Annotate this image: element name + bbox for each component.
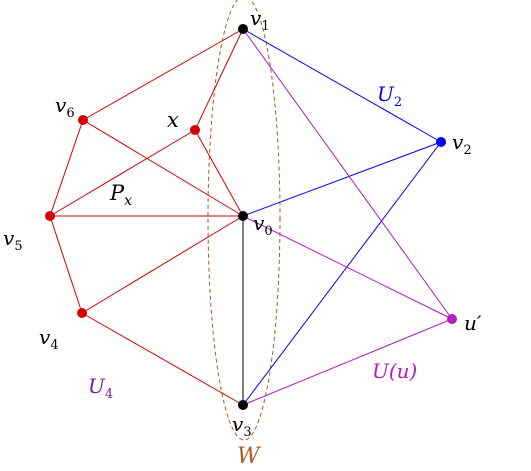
vertex-v1 xyxy=(238,24,248,34)
vertex-v3 xyxy=(238,400,248,410)
vertex-x xyxy=(190,125,200,135)
vertex-v2 xyxy=(436,137,446,147)
edge-v3-u xyxy=(242,318,453,406)
edge-v0-v2 xyxy=(242,141,442,217)
label-v1: v1 xyxy=(250,6,270,34)
red-edges xyxy=(49,28,244,406)
label-v3: v3 xyxy=(232,412,252,440)
edge-v1-v6 xyxy=(82,28,244,121)
label-Uu: U(u) xyxy=(372,359,417,383)
w-ellipse xyxy=(207,0,281,441)
label-v2: v2 xyxy=(452,130,472,158)
edge-v1-u xyxy=(242,28,453,320)
edge-v3-v2 xyxy=(242,141,442,406)
label-v6: v6 xyxy=(55,93,75,121)
edge-v4-v0 xyxy=(81,215,244,314)
edge-v4-v3 xyxy=(81,312,244,406)
vertex-u xyxy=(447,314,457,324)
edge-v1-v2 xyxy=(242,28,442,143)
blue-edges xyxy=(242,28,442,406)
edge-x-v5 xyxy=(49,129,196,217)
label-Px: Px xyxy=(109,181,132,209)
vertex-v0 xyxy=(238,211,248,221)
edge-v1-x xyxy=(194,28,244,131)
label-x: x xyxy=(167,108,179,132)
label-v0: v0 xyxy=(253,211,273,239)
edge-x-v0 xyxy=(194,129,244,217)
vertex-v5 xyxy=(45,211,55,221)
purple-edges xyxy=(242,28,453,406)
label-v4: v4 xyxy=(39,325,59,353)
label-u: u′ xyxy=(464,311,482,335)
edge-v0-u xyxy=(242,215,453,320)
label-U4: U4 xyxy=(88,374,113,402)
label-U2: U2 xyxy=(377,82,402,110)
edge-v5-v4 xyxy=(49,215,83,314)
edge-v6-v5 xyxy=(49,119,84,217)
edge-v6-v0 xyxy=(82,119,244,217)
label-W: W xyxy=(237,444,262,469)
label-v5: v5 xyxy=(3,226,23,254)
vertex-v6 xyxy=(78,115,88,125)
vertex-v4 xyxy=(77,308,87,318)
